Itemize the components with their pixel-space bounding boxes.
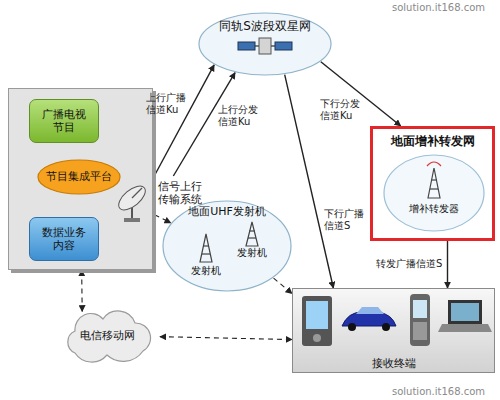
ellipse-shape: [163, 201, 291, 291]
text-holder: 节目集成平台: [37, 159, 121, 195]
shape-node: 地面UHF发射机发射机发射机: [162, 200, 292, 292]
node-text: 接收终端: [372, 357, 416, 370]
shape-node: 增补转发器: [383, 154, 485, 232]
node-text: 广播电视节目: [40, 108, 88, 134]
node-text: 发射机: [237, 247, 267, 259]
shape-node: 同轨S波段双星网: [198, 12, 332, 76]
box-node: 广播电视节目: [29, 99, 99, 143]
node-text: 同轨S波段双星网: [219, 19, 311, 33]
node-text: 增补转发器: [409, 203, 459, 215]
box-node: 接收终端: [292, 288, 495, 373]
text-holder: 数据业务内容: [30, 218, 98, 260]
shape-node: 电信移动网: [55, 308, 160, 363]
edge-label: 上行分发信道Ku: [218, 104, 264, 128]
text-holder: 地面增补转发网: [373, 133, 492, 149]
ellipse-shape: [38, 160, 120, 194]
box-node: 信号上行传输系统: [116, 176, 208, 224]
edge-label: 上行广播信道Ku: [146, 92, 192, 116]
connector-arrow: [447, 241, 448, 288]
text-holder: 广播电视节目: [30, 100, 98, 142]
watermark: solution.it168.com: [392, 2, 485, 13]
watermark: solution.it168.com: [392, 386, 485, 397]
node-text: 地面增补转发网: [391, 134, 475, 148]
node-text: 电信移动网: [80, 329, 135, 342]
box-node: 发射机: [186, 230, 226, 278]
text-holder: 增补转发器: [383, 202, 485, 216]
node-text: 地面UHF发射机: [188, 205, 266, 218]
node-text: 数据业务内容: [40, 226, 88, 252]
connector-arrow: [81, 270, 83, 311]
text-holder: 电信移动网: [55, 308, 160, 363]
text-holder: 发射机: [186, 264, 226, 278]
connector-arrow: [321, 62, 401, 126]
cloud-shape: [68, 311, 151, 362]
edge-label: 转发广播信道S: [376, 258, 446, 270]
edge-label: 下行分发信道Ku: [320, 98, 364, 122]
ellipse-outline: [383, 154, 485, 232]
box-node: 发射机: [232, 220, 272, 260]
text-holder: 信号上行传输系统: [152, 178, 208, 208]
node-text: 信号上行传输系统: [156, 180, 204, 206]
ellipse-shape: [199, 13, 331, 75]
connector-arrow: [154, 65, 214, 176]
box-node: 地面增补转发网增补转发器: [370, 126, 495, 241]
connector-arrow: [160, 337, 292, 340]
text-holder: 地面UHF发射机: [162, 205, 292, 219]
node-text: 发射机: [191, 265, 221, 277]
text-holder: 发射机: [232, 246, 272, 260]
text-holder: 同轨S波段双星网: [198, 18, 332, 34]
connector-arrow: [274, 278, 292, 293]
edge-label: 下行广播信道S: [324, 208, 370, 232]
box-node: 广播电视节目节目集成平台数据业务内容: [8, 88, 153, 270]
ellipse-shape: [384, 155, 484, 231]
node-text: 节目集成平台: [46, 170, 112, 183]
box-node: 数据业务内容: [29, 217, 99, 261]
shape-node: 节目集成平台: [37, 159, 121, 195]
text-holder: 接收终端: [293, 356, 494, 372]
